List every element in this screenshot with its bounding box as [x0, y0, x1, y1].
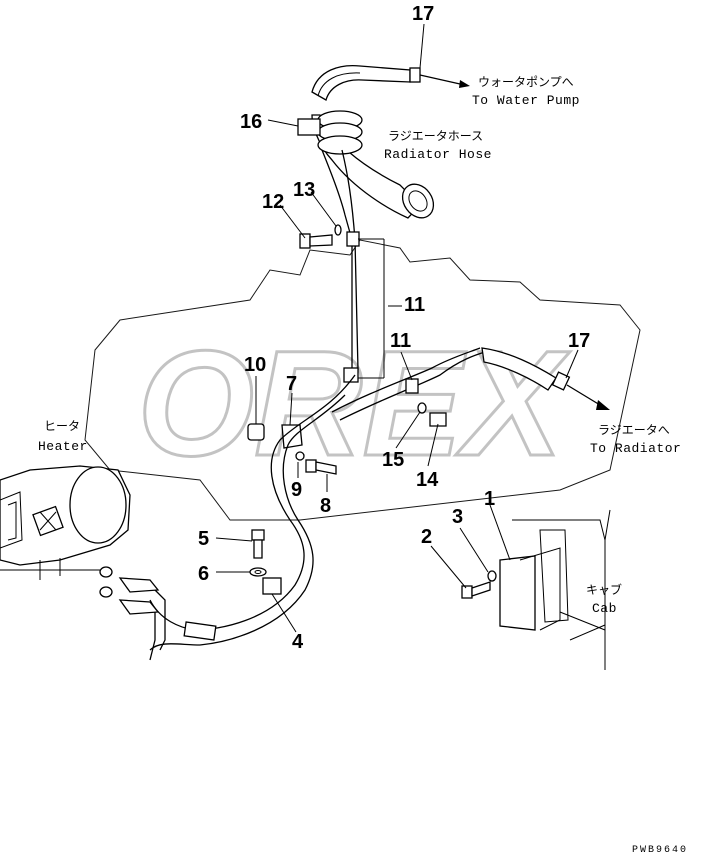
bolt-2: [461, 581, 491, 599]
callout-10: 10: [244, 354, 266, 376]
to-radiator-label-en: To Radiator: [590, 441, 681, 456]
callout-11-upper: 11: [404, 294, 425, 316]
watermark: OREX: [84, 239, 641, 521]
heater-label-jp: ヒータ: [44, 419, 80, 433]
washer-3: [487, 570, 497, 582]
washer-9: [295, 451, 305, 461]
pipe-11: [321, 149, 385, 383]
watermark-text: OREX: [137, 319, 570, 487]
callout-17-top: 17: [412, 3, 434, 25]
document-id: PWB9640: [632, 845, 688, 856]
radiator-hose-label-jp: ラジエータホース: [388, 129, 483, 143]
cab-label-en: Cab: [592, 601, 617, 616]
callout-15: 15: [382, 449, 404, 471]
callout-16: 16: [240, 111, 262, 133]
bolt-12: [299, 233, 333, 249]
callout-5: 5: [198, 528, 209, 550]
cab-panel: [499, 509, 611, 670]
leader-lines: [215, 23, 606, 633]
callout-7: 7: [286, 373, 297, 395]
radiator-return-hose: [331, 347, 610, 427]
bolt-5: [251, 529, 265, 559]
callout-6: 6: [198, 563, 209, 585]
callout-4: 4: [292, 631, 304, 653]
clamp-7: [281, 424, 303, 449]
bolt-8: [305, 459, 337, 475]
water-pump-label-jp: ウォータポンプへ: [478, 75, 574, 89]
callout-17-right: 17: [568, 330, 590, 352]
heater-unit: [0, 465, 131, 598]
callout-11-lower: 11: [390, 330, 411, 352]
callouts: 17 16 12 13 11 11 10 7 17 15 14 9 8 5 6 …: [198, 3, 590, 653]
heater-label-en: Heater: [38, 439, 88, 454]
radiator-hose-label-en: Radiator Hose: [384, 147, 492, 162]
callout-8: 8: [320, 495, 331, 517]
water-pump-label-en: To Water Pump: [472, 93, 580, 108]
callout-3: 3: [452, 506, 463, 528]
callout-14: 14: [416, 469, 439, 491]
radiator-hose: [297, 110, 435, 219]
callout-12: 12: [262, 191, 284, 213]
to-radiator-label-jp: ラジエータへ: [598, 423, 670, 437]
water-pump-hose: [311, 64, 470, 101]
callout-1: 1: [484, 488, 495, 510]
spacer-10: [247, 423, 265, 441]
cab-label-jp: キャブ: [586, 582, 622, 597]
washer-13: [334, 224, 342, 236]
heater-hoses: [118, 374, 356, 661]
callout-2: 2: [421, 526, 432, 548]
washer-6: [249, 567, 267, 577]
callout-9: 9: [291, 479, 302, 501]
callout-13: 13: [293, 179, 315, 201]
annotations: ウォータポンプへ To Water Pump ラジエータホース Radiator…: [38, 75, 681, 616]
